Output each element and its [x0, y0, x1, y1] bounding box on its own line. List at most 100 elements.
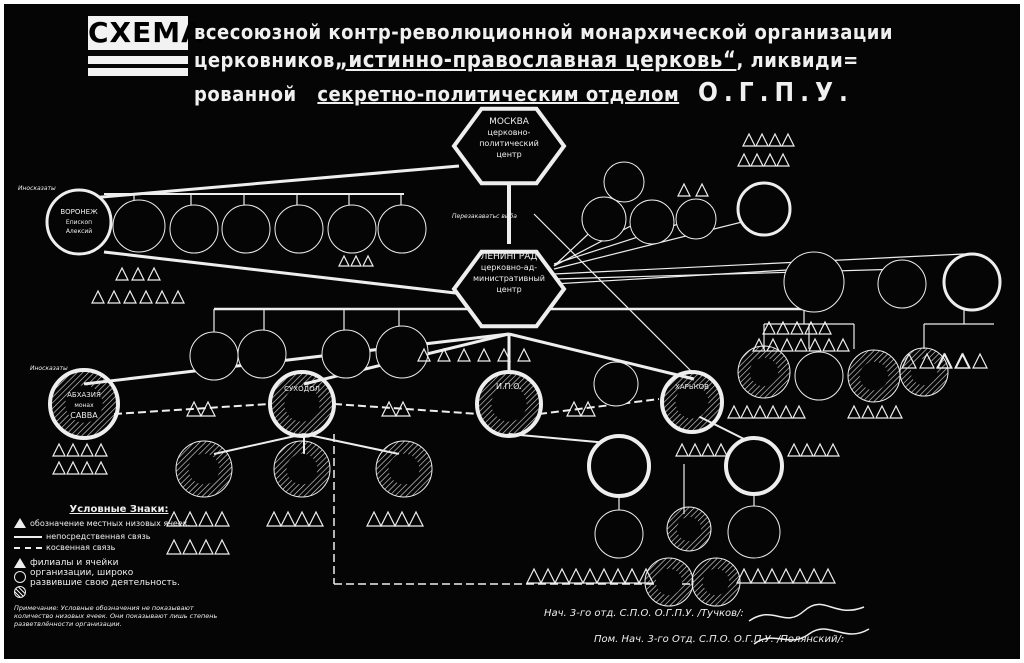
cell-triangle: [806, 567, 822, 584]
branch-circle-label-bg: [655, 568, 683, 596]
cell-triangle: [800, 442, 814, 457]
cell-triangle: [155, 289, 169, 304]
cell-triangle: [624, 567, 640, 584]
voronezh-label-3: Алексий: [66, 228, 92, 235]
branch-circle: [45, 188, 113, 256]
signature-scribbles: [748, 603, 870, 645]
cell-triangle: [755, 132, 769, 147]
branch-circle: [237, 329, 287, 379]
legend-note: Примечание: Условные обозначения не пока…: [14, 604, 218, 629]
cell-triangle: [123, 289, 137, 304]
cell-triangle: [580, 400, 596, 417]
moscow-label-1: МОСКВА: [489, 117, 530, 127]
cell-triangle: [804, 320, 818, 335]
cell-triangle: [182, 538, 198, 555]
title-church-name: „истинно-православная церковь“: [334, 48, 737, 73]
cell-triangle: [778, 567, 794, 584]
cell-triangle: [808, 337, 822, 352]
cell-triangle: [52, 460, 66, 475]
cell-triangle: [554, 567, 570, 584]
cell-triangle: [753, 404, 767, 419]
leningrad-label-3: министративный: [473, 274, 545, 283]
cell-triangle: [688, 442, 702, 457]
moscow-label-4: центр: [496, 150, 521, 159]
legend-item-direct: непосредственная связь: [46, 532, 151, 541]
abkhazia-label-3: САВВА: [70, 411, 98, 420]
cell-triangle: [847, 404, 861, 419]
cell-triangle: [497, 347, 511, 362]
leningrad-label-1: ЛЕНИНГРАД: [481, 252, 538, 262]
cell-triangle: [457, 347, 471, 362]
cell-triangle: [338, 254, 350, 267]
cell-triangle: [836, 337, 850, 352]
branch-circle: [221, 204, 271, 254]
center-hexagons: [451, 106, 567, 329]
branch-circle: [877, 259, 927, 309]
cell-triangle: [822, 337, 836, 352]
cell-triangle: [66, 442, 80, 457]
cell-triangle: [166, 510, 182, 527]
cell-triangle: [182, 510, 198, 527]
cell-triangle: [568, 567, 584, 584]
branch-circle-label-bg: [388, 453, 420, 485]
cell-triangle: [779, 404, 793, 419]
cell-triangle: [94, 442, 108, 457]
cell-triangle: [582, 567, 598, 584]
title-line-2-prefix: церковников: [194, 48, 335, 72]
cell-triangle: [66, 460, 80, 475]
branch-circle: [321, 329, 371, 379]
cell-triangle: [186, 400, 202, 417]
cell-triangle: [919, 352, 935, 369]
abkhazia-label-2: монах: [74, 402, 94, 409]
cell-triangle: [107, 289, 121, 304]
cell-triangle: [813, 442, 827, 457]
cell-triangle: [764, 567, 780, 584]
cell-triangle: [80, 460, 94, 475]
cell-triangle: [540, 567, 556, 584]
legend-row-branches: филиалы и ячейки организации, широко раз…: [14, 558, 224, 598]
branch-circle: [327, 204, 377, 254]
solid-line-icon: [14, 535, 42, 538]
cell-triangle: [936, 352, 952, 369]
moscow-link-label: Перезакаватьс выба: [452, 213, 517, 220]
cell-triangle: [350, 254, 362, 267]
cell-triangle: [752, 337, 766, 352]
cell-triangle: [781, 132, 795, 147]
kharkov-label: ХАРЬКОВ: [675, 383, 709, 391]
cell-triangle: [780, 337, 794, 352]
legend-item-indirect: косвенная связь: [46, 543, 116, 552]
legend-row-cells: обозначение местных низовых ячеек.: [14, 518, 224, 528]
title-department: секретно-политическим отделом: [317, 82, 680, 106]
cell-triangle: [792, 567, 808, 584]
cell-triangle: [675, 442, 689, 457]
cell-triangle: [596, 567, 612, 584]
branch-circle: [675, 198, 717, 240]
connection-lines: [77, 164, 994, 585]
branch-circle: [587, 434, 651, 498]
branch-circle-label-bg: [749, 357, 779, 387]
cell-triangle: [695, 182, 709, 197]
moscow-center-hexagon: [451, 106, 567, 186]
cell-triangle: [91, 289, 105, 304]
cell-triangle: [818, 320, 832, 335]
cell-triangle: [742, 132, 756, 147]
cell-triangle: [198, 538, 214, 555]
legend-item-branches: филиалы и ячейки организации, широко раз…: [30, 558, 180, 588]
branch-circle: [727, 505, 781, 559]
leningrad-center-label: ЛЕНИНГРАД церковно-ад- министративный це…: [473, 252, 545, 294]
legend-item-cells: обозначение местных низовых ячеек.: [30, 518, 191, 528]
branch-circle-label-bg: [675, 385, 709, 419]
cell-triangle: [280, 510, 296, 527]
cell-triangle: [766, 337, 780, 352]
abkhazia-label-1: АБХАЗИЯ: [67, 391, 101, 399]
cell-triangle: [166, 538, 182, 555]
legend: Условные Знаки: обозначение местных низо…: [14, 504, 224, 652]
ipo-label: И.П.О.: [496, 382, 522, 391]
cell-triangle: [776, 152, 790, 167]
cell-triangle: [762, 320, 776, 335]
signature-tuchkov: Нач. 3-го отд. С.П.О. О.Г.П.У. /Тучков/:: [544, 608, 744, 619]
title-word: СХЕМА: [88, 16, 204, 50]
cell-triangle: [794, 337, 808, 352]
cell-triangle: [566, 400, 582, 417]
voronezh-label-1: ВОРОНЕЖ: [60, 208, 98, 216]
